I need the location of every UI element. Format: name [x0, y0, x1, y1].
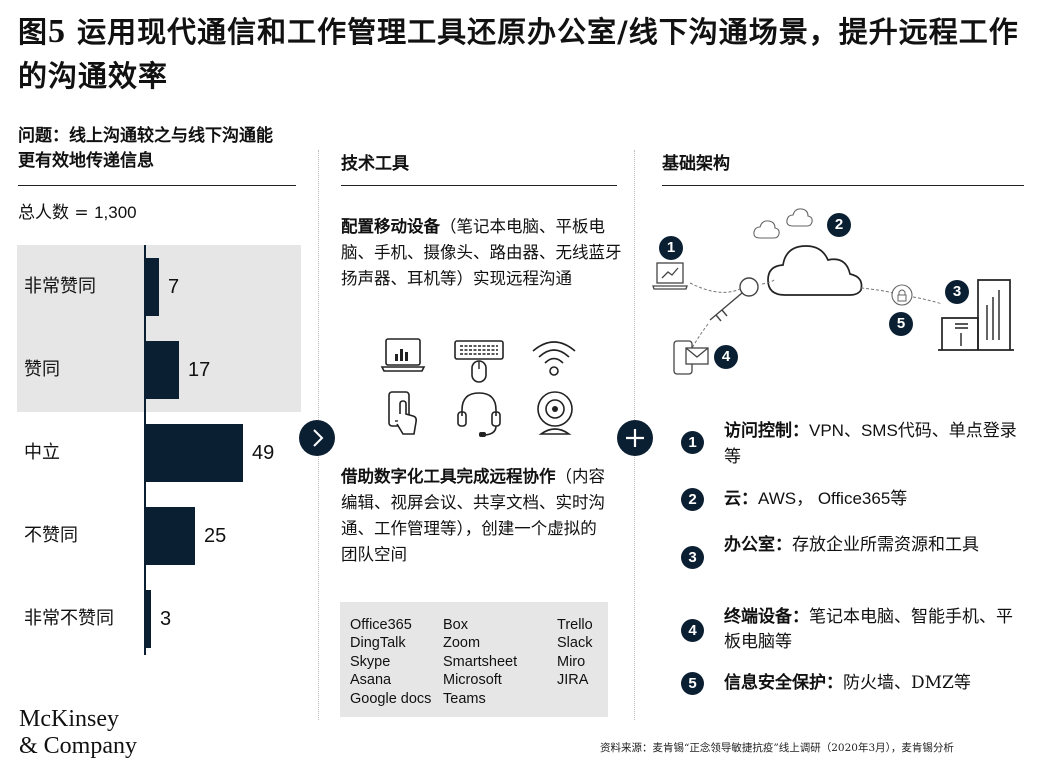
- devices-text: 配置移动设备（笔记本电脑、平板电脑、手机、摄像头、路由器、无线蓝牙扬声器、耳机等…: [341, 217, 622, 288]
- response-value: 17: [188, 359, 211, 381]
- mid-header-rule: [341, 185, 617, 186]
- total-respondents: 总人数 = 1,300: [18, 203, 137, 223]
- response-label: 不赞同: [24, 525, 78, 546]
- chevron-connector: [299, 420, 335, 456]
- diagram-marker-3: 3: [945, 280, 969, 304]
- tool-name: JIRA: [557, 672, 589, 689]
- tools-column-1: Office365 DingTalk Skype Asana Google do…: [350, 616, 431, 708]
- tool-name: Skype: [350, 653, 391, 670]
- response-value: 7: [168, 276, 180, 298]
- diagram-marker-1: 1: [659, 236, 683, 260]
- survey-question: 问题：线上沟通较之与线下沟通能更有效地传递信息: [18, 126, 273, 171]
- logo-line-2: & Company: [19, 733, 137, 759]
- tool-name: Office365: [350, 617, 412, 633]
- key-icon: [709, 277, 759, 322]
- legend-item-endpoints: 终端设备：笔记本电脑、智能手机、平板电脑等: [724, 607, 1013, 652]
- response-value: 49: [252, 442, 275, 464]
- headset-icon: [457, 392, 501, 437]
- left-header-rule: [18, 185, 296, 186]
- response-bar: [145, 258, 159, 316]
- phone-mail-icon: [673, 340, 709, 375]
- tool-name: Teams: [443, 690, 486, 707]
- legend-number: 1: [681, 431, 704, 454]
- source-note: 资料来源：麦肯锡“正念领导敏捷抗疫”线上调研（2020年3月），麦肯锡分析: [600, 742, 954, 754]
- collaboration-text: 借助数字化工具完成远程协作（内容编辑、视屏会议、共享文档、实时沟通、工作管理等）…: [341, 467, 605, 564]
- legend-number: 5: [681, 672, 704, 695]
- tech-header: 技术工具: [341, 154, 409, 174]
- legend-item-cloud: 云：AWS， Office365等: [724, 489, 908, 509]
- response-label: 非常赞同: [24, 276, 96, 297]
- response-bar: [145, 341, 179, 399]
- small-cloud-icons: [753, 208, 813, 239]
- tool-name: Google docs: [350, 690, 432, 707]
- phone-touch-icon: [388, 391, 417, 435]
- mckinsey-logo: McKinsey & Company: [19, 706, 137, 760]
- diagram-marker-4: 4: [714, 345, 738, 369]
- tool-name: Microsoft: [443, 672, 502, 689]
- response-value: 25: [204, 525, 227, 547]
- tools-column-2: Box Zoom Smartsheet Microsoft Teams: [443, 616, 517, 708]
- legend-number: 2: [681, 488, 704, 511]
- tool-name: Asana: [350, 672, 392, 689]
- tool-name: Miro: [557, 653, 586, 670]
- tool-name: Box: [443, 617, 468, 633]
- laptop-chart-icon: [652, 262, 688, 290]
- response-label: 中立: [24, 442, 60, 463]
- plus-icon: [626, 429, 644, 447]
- tools-column-3: Trello Slack Miro JIRA: [557, 616, 593, 690]
- response-value: 3: [160, 608, 172, 630]
- diagram-marker-2: 2: [827, 213, 851, 237]
- page-title: 图5 运用现代通信和工作管理工具还原办公室/线下沟通场景，提升远程工作的沟通效率: [18, 13, 1019, 93]
- tool-name: DingTalk: [350, 635, 406, 652]
- tool-name: Trello: [557, 617, 593, 633]
- response-bar: [145, 424, 243, 482]
- infrastructure-diagram: [652, 208, 1014, 375]
- tool-name: Slack: [557, 635, 593, 652]
- keyboard-mouse-icon: [454, 340, 504, 383]
- infra-header: 基础架构: [662, 154, 730, 174]
- webcam-icon: [537, 391, 573, 435]
- legend-number: 4: [681, 619, 704, 642]
- tools-list-panel: Office365 DingTalk Skype Asana Google do…: [340, 602, 608, 717]
- wifi-icon: [532, 341, 576, 376]
- firewall-lock-icon: [891, 284, 913, 306]
- legend-item-access-control: 访问控制：VPN、SMS代码、单点登录等: [724, 421, 1017, 466]
- response-bar: [145, 590, 151, 648]
- response-label: 赞同: [24, 359, 60, 380]
- tool-name: Zoom: [443, 635, 481, 652]
- cloud-icon: [767, 245, 863, 296]
- right-header-rule: [662, 185, 1024, 186]
- legend-item-office: 办公室：存放企业所需资源和工具: [724, 535, 979, 555]
- office-building-icon: [938, 279, 1014, 351]
- laptop-icon: [380, 338, 426, 372]
- legend-item-security: 信息安全保护：防火墙、DMZ等: [724, 673, 971, 693]
- logo-line-1: McKinsey: [19, 706, 119, 732]
- response-label: 非常不赞同: [24, 608, 114, 629]
- legend-number: 3: [681, 546, 704, 569]
- plus-connector: [617, 420, 653, 456]
- chevron-right-icon: [313, 429, 324, 447]
- tool-name: Smartsheet: [443, 653, 518, 670]
- response-bar: [145, 507, 195, 565]
- diagram-marker-5: 5: [889, 312, 913, 336]
- chart-axis: [144, 245, 146, 655]
